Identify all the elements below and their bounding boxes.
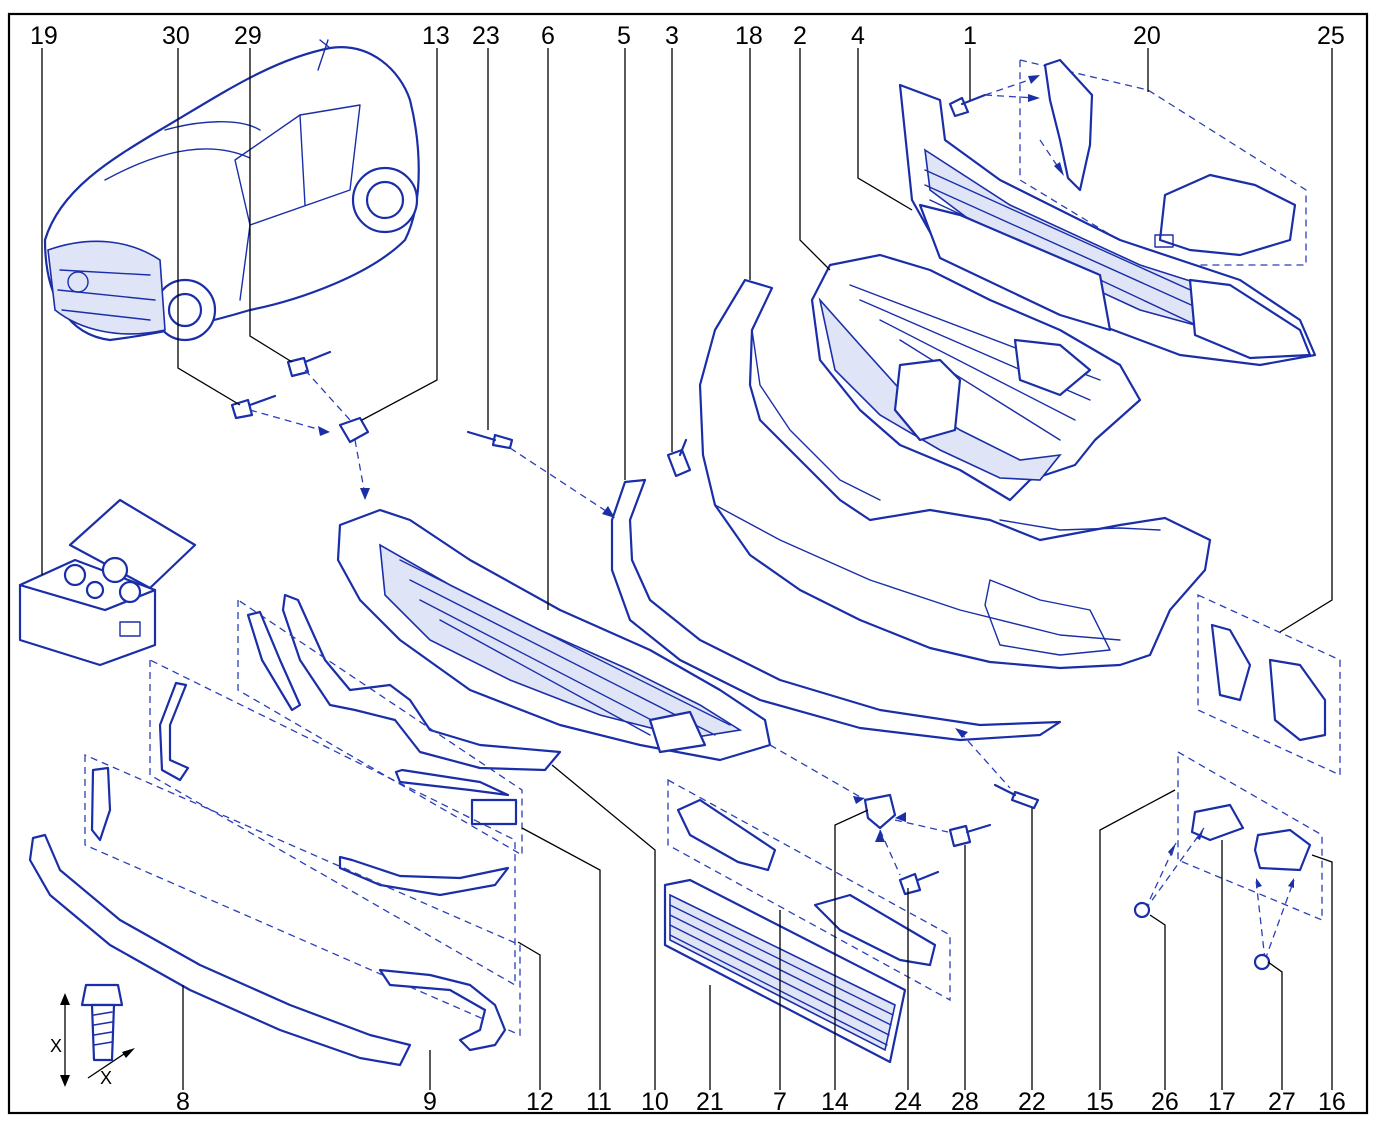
callout-29: 29 [234,22,262,50]
callout-5: 5 [617,22,631,50]
callout-2: 2 [793,22,807,50]
callout-14: 14 [821,1088,849,1116]
callout-17: 17 [1208,1088,1236,1116]
callout-27: 27 [1268,1088,1296,1116]
part-2-grille-assembly [810,253,1142,502]
part-12-chrome-trims [149,658,516,987]
diagram-frame [7,12,1369,1115]
part-20-bracket-set [1019,58,1307,266]
callout-13: 13 [422,22,450,50]
callout-15: 15 [1086,1088,1114,1116]
callout-11: 11 [586,1088,612,1116]
part-15-sensor-brackets [1133,750,1323,971]
callouts-top: 19 30 29 13 23 6 5 3 18 2 4 1 20 25 [30,22,1345,50]
callout-1: 1 [963,22,977,50]
part-11-trim-kit [237,598,523,857]
callout-30: 30 [162,22,190,50]
callout-10: 10 [641,1088,669,1116]
callout-7: 7 [773,1088,787,1116]
callout-4: 4 [851,22,865,50]
dimension-detail: X X [50,983,135,1088]
callouts-bottom: 8 9 12 11 10 21 7 14 24 28 22 15 26 17 2… [176,1088,1346,1116]
callout-25: 25 [1317,22,1345,50]
part-8-lip-spoiler [28,833,412,1067]
fasteners [230,350,1040,896]
callout-20: 20 [1133,22,1161,50]
callout-18: 18 [735,22,763,50]
callout-8: 8 [176,1088,190,1116]
part-4-upper-grille [898,83,1317,367]
part-5-trim-strip [610,478,1062,742]
part-9-lower-trims [84,754,521,1052]
callout-9: 9 [423,1088,437,1116]
callout-16: 16 [1318,1088,1346,1116]
callout-leader-lines [41,48,1333,1090]
part-19-fastener-box [18,498,197,667]
callout-6: 6 [541,22,555,50]
dimension-label-horizontal: X [100,1068,112,1088]
part-14-bracket [863,793,897,830]
part-1-arrows [984,75,1064,176]
vehicle-locator-illustration [43,39,420,342]
part-10-grille-surround [281,593,562,772]
callout-28: 28 [951,1088,979,1116]
callout-23: 23 [472,22,500,50]
callout-24: 24 [894,1088,922,1116]
part-1-screw [948,93,987,118]
callout-19: 19 [30,22,58,50]
part-18-bumper-cover [698,278,1212,670]
assembly-arrows [249,369,1011,876]
dimension-label-vertical: X [50,1036,62,1056]
callout-12: 12 [526,1088,554,1116]
part-7-air-guides [667,778,951,1002]
callout-3: 3 [665,22,679,50]
callout-21: 21 [696,1088,724,1116]
callout-26: 26 [1151,1088,1179,1116]
part-3-clip [666,438,692,478]
part-25-side-brackets [1197,593,1341,777]
callout-22: 22 [1018,1088,1046,1116]
